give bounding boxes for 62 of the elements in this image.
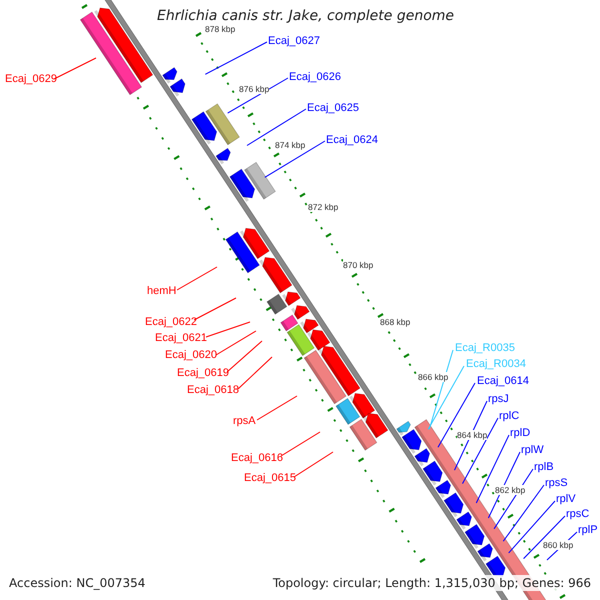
leader-line xyxy=(226,340,262,372)
gene-label: Ecaj_0620 xyxy=(165,349,217,362)
map-title: Ehrlichia canis str. Jake, complete genome xyxy=(157,8,454,24)
gene-label: Ecaj_0614 xyxy=(477,375,529,388)
leader-line xyxy=(294,452,334,478)
gene-label: Ecaj_0621 xyxy=(155,332,207,345)
leader-line xyxy=(428,366,464,430)
gene-label: Ecaj_0629 xyxy=(5,73,57,86)
leader-line xyxy=(523,516,566,560)
leader-line xyxy=(438,382,476,448)
gene-label: Ecaj_0624 xyxy=(326,134,378,147)
leader-line xyxy=(54,58,96,80)
leader-line xyxy=(246,108,306,146)
leader-line xyxy=(428,350,454,430)
gene-label: Ecaj_R0034 xyxy=(466,358,526,371)
leader-line xyxy=(264,140,326,178)
gene-label: rpsS xyxy=(545,477,568,490)
scale-label: 864 kbp xyxy=(457,430,488,440)
gene-label: rplB xyxy=(534,461,554,474)
gene-label: Ecaj_R0035 xyxy=(455,342,515,355)
leader-line xyxy=(502,484,544,542)
gene-label: rpsA xyxy=(233,415,256,428)
gene-label: Ecaj_0615 xyxy=(244,472,296,485)
gene-label: rplP xyxy=(578,524,598,537)
gene-label: Ecaj_0619 xyxy=(177,367,229,380)
scale-label: 874 kbp xyxy=(275,140,306,150)
gene-label: rplW xyxy=(521,444,544,457)
leader-line xyxy=(508,500,556,554)
gene-label: Ecaj_0616 xyxy=(231,452,283,465)
scale-label: 868 kbp xyxy=(380,317,410,327)
leader-line xyxy=(227,78,288,114)
scale-label: 870 kbp xyxy=(343,260,374,270)
gene-label: rpsC xyxy=(566,508,590,521)
gene-label: rplC xyxy=(499,410,520,423)
leader-line xyxy=(454,400,488,471)
leader-line xyxy=(476,434,510,504)
leader-line xyxy=(206,322,250,338)
scale-label: 860 kbp xyxy=(543,540,574,550)
scale-label: 862 kbp xyxy=(495,485,526,495)
gene-label: rplV xyxy=(556,493,576,506)
leader-line xyxy=(194,298,236,320)
leader-line xyxy=(280,432,320,456)
gene-label: rpsJ xyxy=(488,393,509,406)
leader-line xyxy=(216,330,256,356)
scale-label: 876 kbp xyxy=(239,84,270,94)
gene-label: Ecaj_0625 xyxy=(307,102,359,115)
gene-label: Ecaj_0622 xyxy=(145,316,197,329)
gene-label: Ecaj_0626 xyxy=(289,71,341,84)
leader-line xyxy=(488,452,520,518)
leader-line xyxy=(256,396,298,420)
leader-line xyxy=(494,468,534,530)
gene-label: Ecaj_0618 xyxy=(187,384,239,397)
leader-line xyxy=(176,266,218,290)
leader-line xyxy=(204,42,268,75)
scale-label: 872 kbp xyxy=(308,202,338,212)
leader-line xyxy=(238,356,272,390)
scale-label: 878 kbp xyxy=(205,24,236,34)
scale-label: 866 kbp xyxy=(418,372,448,382)
gene-label: rplD xyxy=(510,427,530,440)
gene-label: hemH xyxy=(147,285,176,298)
gene-label: Ecaj_0627 xyxy=(268,35,320,48)
leader-line xyxy=(462,418,498,484)
